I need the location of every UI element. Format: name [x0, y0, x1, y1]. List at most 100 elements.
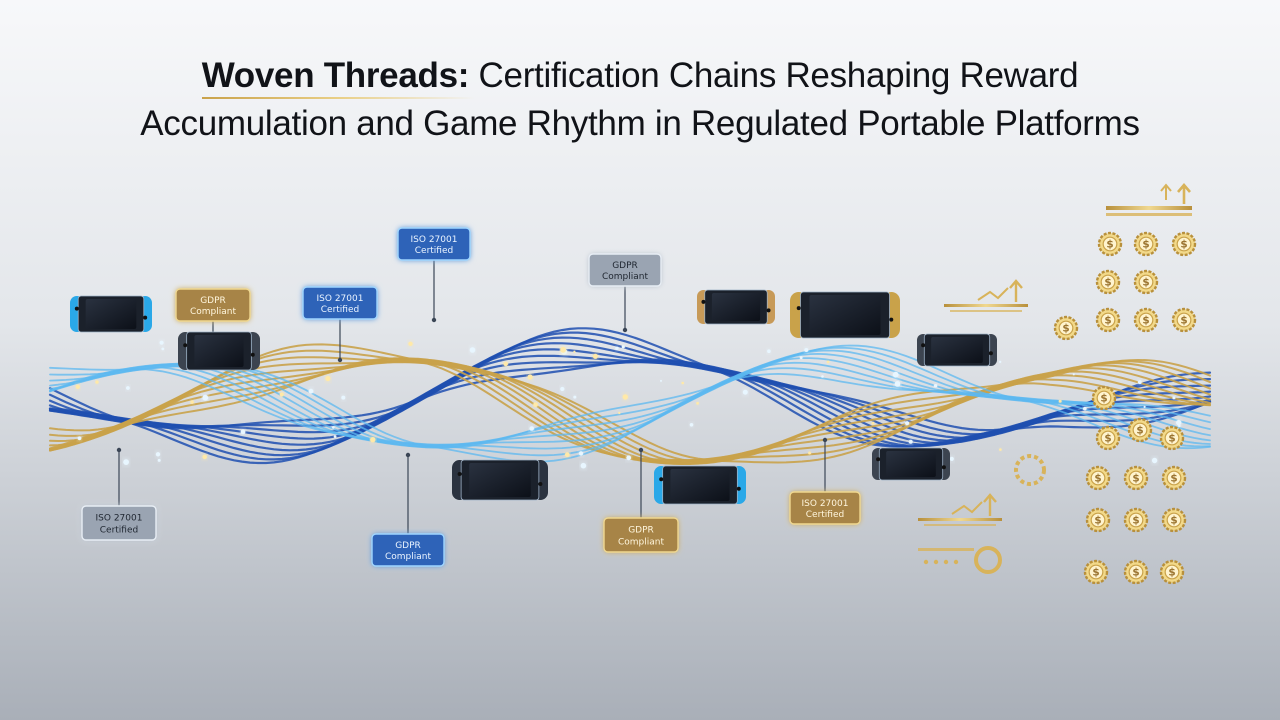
sparkle	[332, 426, 335, 429]
svg-text:$: $	[1104, 277, 1111, 289]
coin-icon: $	[1095, 425, 1121, 451]
sparkle	[892, 371, 899, 378]
badge-line-2: Compliant	[618, 538, 664, 548]
sparkle	[592, 353, 599, 359]
sparkle	[123, 459, 129, 465]
handheld-console-icon	[790, 291, 900, 339]
growth-arrow-icon	[918, 493, 1002, 526]
sparkle	[560, 386, 565, 392]
coin-icon: $	[1123, 559, 1149, 585]
svg-text:$: $	[1142, 239, 1149, 251]
sparkle	[1058, 399, 1062, 403]
svg-text:$: $	[1104, 315, 1111, 327]
sparkle	[799, 356, 803, 360]
connector-node	[431, 317, 437, 323]
svg-text:$: $	[1104, 433, 1111, 445]
sparkle	[615, 346, 619, 350]
sparkle	[75, 384, 81, 389]
svg-text:$: $	[1180, 315, 1187, 327]
sparkle	[808, 451, 812, 455]
sparkle	[681, 381, 684, 385]
handheld-console-icon	[178, 331, 260, 371]
handheld-devices	[70, 289, 997, 505]
badge-line-1: GDPR	[612, 261, 638, 271]
sparkle	[660, 379, 662, 382]
reward-dots	[918, 548, 974, 565]
sparkle	[696, 401, 699, 405]
sparkle	[905, 421, 910, 426]
coin-icon: $	[1159, 559, 1185, 585]
sparkle	[1176, 419, 1182, 426]
sparkle	[240, 429, 246, 435]
badge-line-2: Certified	[321, 305, 359, 315]
connector-node	[405, 452, 411, 458]
badge-line-2: Certified	[415, 246, 453, 256]
coin-icon: $	[1133, 307, 1159, 333]
coin-icon: $	[1095, 269, 1121, 295]
sparkle	[1083, 406, 1087, 411]
sparkle	[333, 435, 337, 438]
sparkle	[742, 389, 748, 395]
svg-text:$: $	[1168, 567, 1175, 579]
svg-text:$: $	[1168, 433, 1175, 445]
svg-text:$: $	[1094, 473, 1101, 485]
connector-node	[638, 447, 644, 453]
sparkle	[999, 448, 1002, 451]
sparkle	[159, 340, 164, 345]
sparkle	[618, 411, 621, 415]
coin-icon: $	[1133, 269, 1159, 295]
badge-line-2: Compliant	[385, 552, 431, 562]
badge-line-1: ISO 27001	[802, 499, 849, 509]
sparkle	[626, 455, 632, 461]
page-title: Woven Threads: Certification Chains Resh…	[0, 52, 1280, 148]
sparkle	[408, 341, 413, 346]
handheld-console-icon	[917, 333, 997, 367]
thread-strand	[49, 368, 1211, 463]
progress-ring-icon	[974, 546, 1002, 574]
sparkle	[529, 426, 534, 431]
sparkle	[77, 436, 82, 441]
badge-line-1: ISO 27001	[317, 294, 364, 304]
sparkle	[564, 452, 570, 458]
coin-icon: $	[1159, 425, 1185, 451]
reward-column: $$$$$$$$$$$$$$$$$$$$$$	[918, 183, 1197, 585]
svg-text:$: $	[1106, 239, 1113, 251]
coin-icon: $	[1085, 465, 1111, 491]
coin-icon: $	[1053, 315, 1079, 341]
svg-text:$: $	[1170, 515, 1177, 527]
badge-line-1: GDPR	[628, 526, 654, 536]
svg-text:$: $	[1092, 567, 1099, 579]
sparkle	[370, 437, 376, 443]
progress-ring-icon	[1014, 454, 1046, 486]
sparkle	[949, 456, 954, 461]
sparkle	[1172, 396, 1176, 400]
thread-strand	[48, 358, 1212, 465]
svg-text:$: $	[1132, 567, 1139, 579]
svg-text:$: $	[1132, 473, 1139, 485]
connector-node	[822, 437, 828, 443]
handheld-console-icon	[872, 447, 950, 481]
sparkle	[580, 462, 587, 469]
sparkle	[1137, 380, 1142, 385]
light-sparkles	[75, 340, 1182, 469]
svg-text:$: $	[1142, 315, 1149, 327]
sparkle	[155, 452, 161, 457]
badge-line-2: Certified	[100, 526, 138, 536]
coin-icon: $	[1161, 507, 1187, 533]
handheld-console-icon	[452, 459, 548, 501]
coin-icon: $	[1097, 231, 1123, 257]
sparkle	[469, 347, 476, 353]
sparkle	[894, 381, 901, 387]
sparkle	[325, 375, 331, 382]
sparkle	[1151, 457, 1158, 464]
badge-line-1: GDPR	[395, 541, 421, 551]
connector-node	[116, 447, 122, 453]
sparkle	[573, 350, 576, 353]
badge-line-1: ISO 27001	[411, 235, 458, 245]
